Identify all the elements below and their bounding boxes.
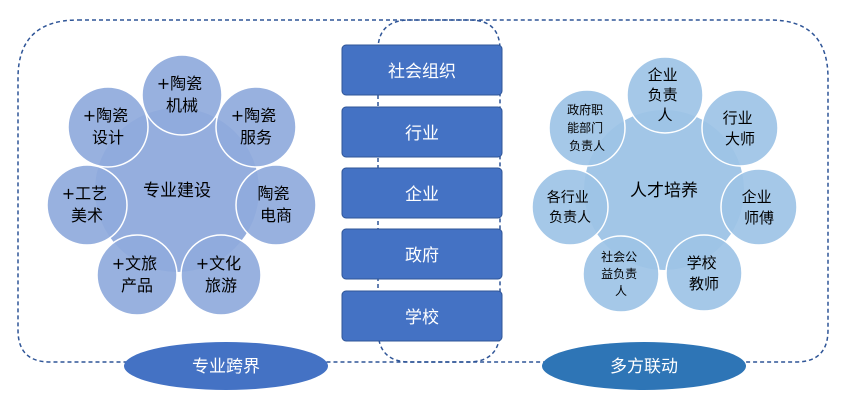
petal-line: +陶瓷 [83,106,128,125]
stack-item-label: 学校 [405,308,439,328]
left-badge: 专业跨界 [124,342,328,390]
petal-line: 企业 [648,66,678,84]
svg-text:+工艺 美术: +工艺 美术 [62,184,113,225]
left-center-label: 专业建设 [143,181,211,201]
petal-line: 人 [615,284,627,298]
svg-text:+文旅 产品: +文旅 产品 [112,254,163,295]
petal-line: 负责 [648,86,678,104]
svg-text:+陶瓷 服务: +陶瓷 服务 [231,106,282,147]
petal-line: 政府职 [567,102,603,117]
svg-text:各行业 负责人: 各行业 负责人 [547,190,593,226]
svg-text:+陶瓷 设计: +陶瓷 设计 [83,106,134,147]
left-cluster: 专业建设 +陶瓷 机械 +陶瓷 服务 陶瓷 电商 [46,54,317,316]
stack-item-social-org: 社会组织 [341,44,503,96]
petal-line: 旅游 [205,276,237,295]
stack-item-government: 政府 [341,228,503,280]
right-petal-industry-master: 行业 大师 [701,89,779,167]
stack-item-label: 政府 [405,246,439,266]
left-petal-ceramic-ecommerce: 陶瓷 电商 [235,164,317,246]
left-dashed-frame [17,19,501,363]
petal-line: 大师 [725,130,755,148]
petal-line: +文化 [196,254,241,273]
petal-line: +陶瓷 [157,74,202,93]
right-center-label: 人才培养 [630,181,698,201]
left-petal-ceramic-service: +陶瓷 服务 [215,86,297,168]
petal-line: 益负责 [601,267,637,281]
right-cluster: 人才培养 企业 负责 人 行业 大师 企业 [531,56,798,313]
stack-item-label: 社会组织 [388,62,456,82]
svg-text:企业 负责 人: 企业 负责 人 [648,66,683,124]
left-petal-craft-art: +工艺 美术 [46,164,128,246]
svg-text:+文化 旅游: +文化 旅游 [196,254,247,295]
petal-line: 电商 [260,206,292,225]
petal-line: 机械 [166,96,198,115]
left-petal-ceramic-design: +陶瓷 设计 [67,86,149,168]
petal-line: +陶瓷 [231,106,276,125]
petal-line: 产品 [121,276,153,295]
petal-line: 企业 [742,188,772,206]
middle-stack: 社会组织 行业 企业 政府 学校 [341,44,503,342]
petal-line: 行业 [723,109,753,127]
svg-text:+陶瓷 机械: +陶瓷 机械 [157,74,208,115]
right-petal-enterprise-leader: 企业 负责 人 [626,56,704,134]
petal-line: 服务 [240,128,272,147]
petal-line: 美术 [71,206,103,225]
left-badge-label: 专业跨界 [192,357,260,377]
right-center-circle [584,110,744,270]
right-petal-gov-dept-leader: 政府职 能部门 负责人 [548,89,626,167]
right-badge: 多方联动 [542,342,746,390]
petal-line: 负责人 [549,210,591,226]
petal-line: +工艺 [62,184,107,203]
petal-line: 负责人 [569,139,605,153]
stack-item-label: 行业 [405,124,439,144]
right-petal-enterprise-mentor: 企业 师傅 [720,168,798,246]
right-petal-industry-leaders: 各行业 负责人 [531,168,609,246]
petal-line: 陶瓷 [257,184,289,203]
left-petal-culture-tourism: +文化 旅游 [180,234,262,316]
right-petal-school-teacher: 学校 教师 [665,234,743,312]
svg-text:行业 大师: 行业 大师 [723,109,758,148]
svg-text:企业 师傅: 企业 师傅 [742,188,777,227]
left-petal-ceramic-machinery: +陶瓷 机械 [141,54,223,136]
right-petal-public-welfare-leader: 社会公 益负责 人 [582,235,660,313]
right-badge-label: 多方联动 [610,357,678,377]
stack-item-enterprise: 企业 [341,167,503,219]
petal-line: 能部门 [567,120,603,135]
petal-line: 设计 [92,128,124,147]
petal-line: 学校 [687,254,717,272]
stack-item-industry: 行业 [341,106,503,158]
svg-text:政府职 能部门 负责: 政府职 能部门 负责人 [567,102,607,153]
svg-text:陶瓷 电商: 陶瓷 电商 [257,184,294,225]
petal-line: 各行业 [547,190,589,206]
petal-line: 人 [657,106,672,124]
petal-line: 师傅 [744,209,774,227]
svg-text:社会公 益负责 人: 社会公 益负责 人 [601,249,641,298]
svg-text:学校 教师: 学校 教师 [687,254,722,293]
stack-item-school: 学校 [341,290,503,342]
petal-line: +文旅 [112,254,157,273]
stack-item-label: 企业 [405,185,439,205]
left-petal-culture-products: +文旅 产品 [96,234,178,316]
petal-line: 社会公 [601,249,637,264]
petal-line: 教师 [689,275,719,293]
